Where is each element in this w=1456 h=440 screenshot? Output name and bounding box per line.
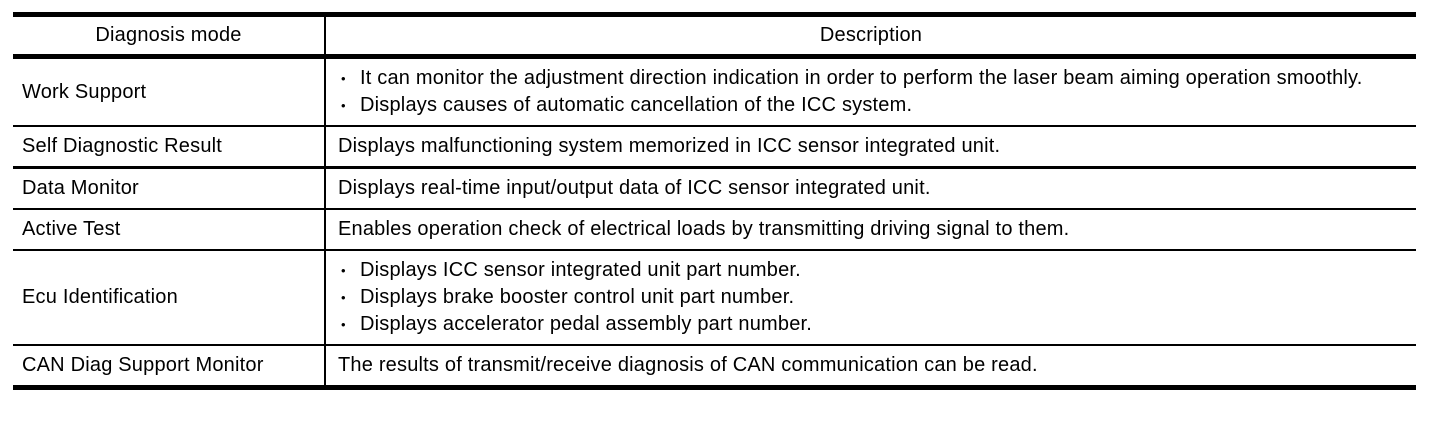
column-header-diagnosis-mode: Diagnosis mode bbox=[13, 14, 326, 59]
description-cell: • It can monitor the adjustment direction… bbox=[325, 57, 1416, 127]
bullet-icon: • bbox=[341, 263, 346, 278]
description-text: Displays causes of automatic cancellatio… bbox=[360, 94, 913, 116]
diagnosis-mode-cell: Data Monitor bbox=[13, 167, 326, 209]
diagnosis-mode-cell: Active Test bbox=[13, 209, 326, 250]
diagnosis-mode-table: Diagnosis mode Description Work Support •… bbox=[13, 12, 1416, 390]
description-cell: • Displays ICC sensor integrated unit par… bbox=[325, 250, 1416, 345]
description-text: Displays accelerator pedal assembly part… bbox=[360, 313, 813, 335]
bullet-item: • Displays brake booster control unit par… bbox=[338, 284, 1408, 311]
bullet-icon: • bbox=[341, 290, 346, 305]
column-header-description: Description bbox=[325, 14, 1416, 59]
table-row-ecu-identification: Ecu Identification • Displays ICC sensor i… bbox=[13, 250, 1416, 345]
table-row-work-support: Work Support • It can monitor the adjustme… bbox=[13, 56, 1416, 127]
diagnosis-mode-cell: Ecu Identification bbox=[13, 250, 326, 345]
description-cell: Displays real-time input/output data of … bbox=[325, 168, 1416, 210]
diagnosis-mode-cell: CAN Diag Support Monitor bbox=[13, 345, 326, 388]
bullet-icon: • bbox=[341, 98, 346, 113]
bullet-icon: • bbox=[341, 71, 346, 86]
description-cell: Displays malfunctioning system memorized… bbox=[325, 126, 1416, 168]
header-row: Diagnosis mode Description bbox=[13, 14, 1416, 59]
description-text: Enables operation check of electrical lo… bbox=[338, 218, 1070, 240]
table-row-active-test: Active Test Enables operation check of el… bbox=[13, 209, 1416, 250]
table-row-self-diagnostic-result: Self Diagnostic Result Displays malfuncti… bbox=[13, 126, 1416, 168]
table-row-can-diag-support-monitor: CAN Diag Support Monitor The results of t… bbox=[13, 345, 1416, 388]
description-text: Displays ICC sensor integrated unit part… bbox=[360, 259, 801, 281]
bullet-item: • Displays causes of automatic cancellati… bbox=[338, 92, 1408, 119]
table-body: Work Support • It can monitor the adjustme… bbox=[13, 56, 1416, 388]
diagnosis-mode-cell: Work Support bbox=[13, 56, 326, 126]
diagnosis-mode-cell: Self Diagnostic Result bbox=[13, 126, 326, 168]
description-text: Displays malfunctioning system memorized… bbox=[338, 135, 1001, 157]
bullet-item: • Displays ICC sensor integrated unit par… bbox=[338, 257, 1408, 284]
diagnosis-mode-label: Work Support bbox=[22, 80, 147, 103]
table-row-data-monitor: Data Monitor Displays real-time input/out… bbox=[13, 167, 1416, 210]
bullet-item: • It can monitor the adjustment direction… bbox=[338, 65, 1408, 92]
description-text: Displays real-time input/output data of … bbox=[338, 177, 931, 199]
diagnosis-mode-label: Ecu Identification bbox=[22, 286, 178, 308]
diagnosis-mode-label: CAN Diag Support Monitor bbox=[22, 354, 264, 376]
description-cell: The results of transmit/receive diagnosi… bbox=[325, 345, 1416, 388]
diagnosis-mode-label: Active Test bbox=[22, 218, 121, 240]
description-text: It can monitor the adjustment direction … bbox=[360, 67, 1363, 89]
description-text: Displays brake booster control unit part… bbox=[360, 286, 795, 308]
bullet-icon: • bbox=[341, 317, 346, 332]
diagnosis-mode-label: Data Monitor bbox=[22, 177, 139, 199]
bullet-item: • Displays accelerator pedal assembly par… bbox=[338, 311, 1408, 338]
diagnosis-mode-label: Self Diagnostic Result bbox=[22, 135, 223, 157]
description-text: The results of transmit/receive diagnosi… bbox=[338, 354, 1038, 376]
description-cell: Enables operation check of electrical lo… bbox=[325, 209, 1416, 250]
